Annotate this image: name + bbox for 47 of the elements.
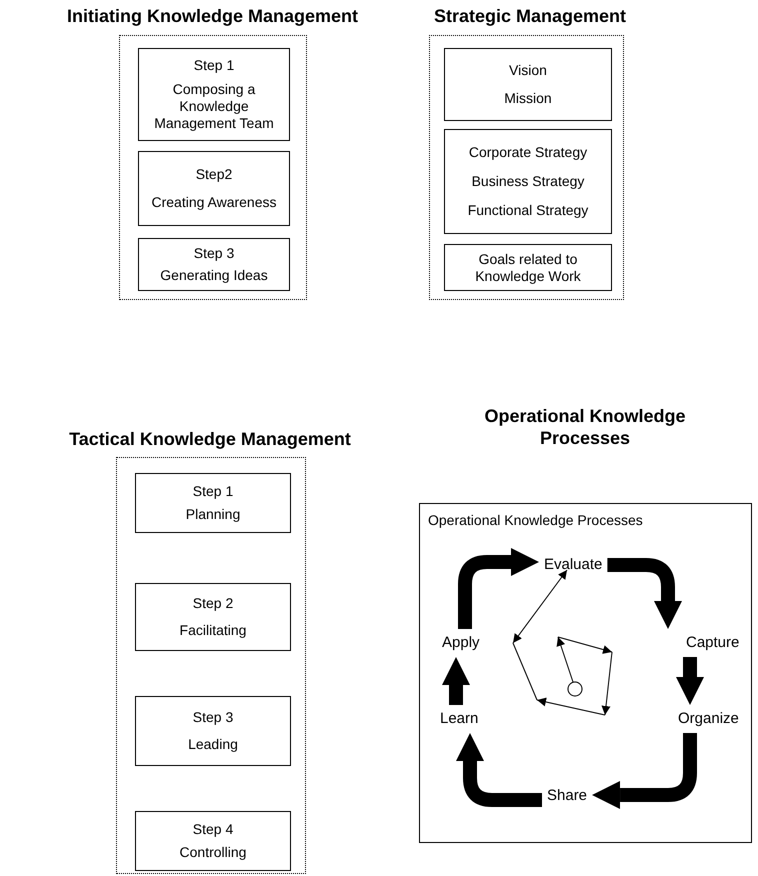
box-text: Step 1 bbox=[194, 57, 234, 74]
block-arrow bbox=[458, 548, 539, 629]
box-text: Facilitating bbox=[180, 622, 246, 639]
process-label: Share bbox=[545, 785, 590, 807]
box-text: Planning bbox=[186, 506, 240, 524]
process-label: Apply bbox=[440, 632, 482, 654]
step-box bbox=[138, 238, 290, 291]
box-text: Creating Awareness bbox=[151, 194, 277, 212]
step-box bbox=[135, 583, 291, 651]
panel-heading: Tactical Knowledge Management bbox=[68, 428, 352, 450]
step-box bbox=[138, 151, 290, 226]
block-arrow bbox=[676, 657, 704, 705]
box-text: Mission bbox=[504, 90, 552, 107]
process-label: Learn bbox=[438, 708, 480, 730]
box-text: Generating Ideas bbox=[160, 266, 268, 284]
block-arrow bbox=[442, 657, 470, 705]
box-text: Functional Strategy bbox=[468, 202, 588, 219]
step-box bbox=[135, 811, 291, 871]
box-text: Vision bbox=[509, 62, 547, 79]
block-arrow bbox=[592, 733, 697, 809]
step-box bbox=[135, 473, 291, 533]
step-box bbox=[135, 696, 291, 766]
block-arrow bbox=[607, 558, 682, 629]
box-text: Corporate Strategy bbox=[468, 144, 588, 161]
step-box bbox=[444, 48, 612, 121]
box-text: Step 2 bbox=[192, 595, 234, 612]
box-text: Leading bbox=[188, 736, 238, 753]
process-label: Capture bbox=[684, 632, 742, 654]
box-text: Goals related to Knowledge Work bbox=[474, 250, 582, 284]
step-box bbox=[444, 244, 612, 291]
box-text: Controlling bbox=[180, 844, 246, 862]
box-text: Business Strategy bbox=[472, 173, 584, 190]
box-text: Step 3 bbox=[194, 245, 234, 262]
box-text: Step 1 bbox=[192, 482, 234, 500]
box-text: Step2 bbox=[196, 166, 232, 183]
box-text: Composing a Knowledge Management Team bbox=[153, 80, 275, 132]
panel-heading: Initiating Knowledge Management bbox=[66, 5, 359, 27]
box-text: Step 4 bbox=[192, 820, 234, 838]
frame-title: Operational Knowledge Processes bbox=[428, 512, 643, 528]
panel-heading: Operational Knowledge Processes bbox=[483, 405, 687, 449]
step-box bbox=[138, 48, 290, 141]
box-text: Step 3 bbox=[192, 709, 234, 726]
step-box bbox=[444, 129, 612, 234]
block-arrow bbox=[456, 733, 542, 807]
process-label: Evaluate bbox=[542, 554, 604, 576]
process-label: Organize bbox=[676, 708, 741, 730]
panel-heading: Strategic Management bbox=[432, 5, 628, 27]
